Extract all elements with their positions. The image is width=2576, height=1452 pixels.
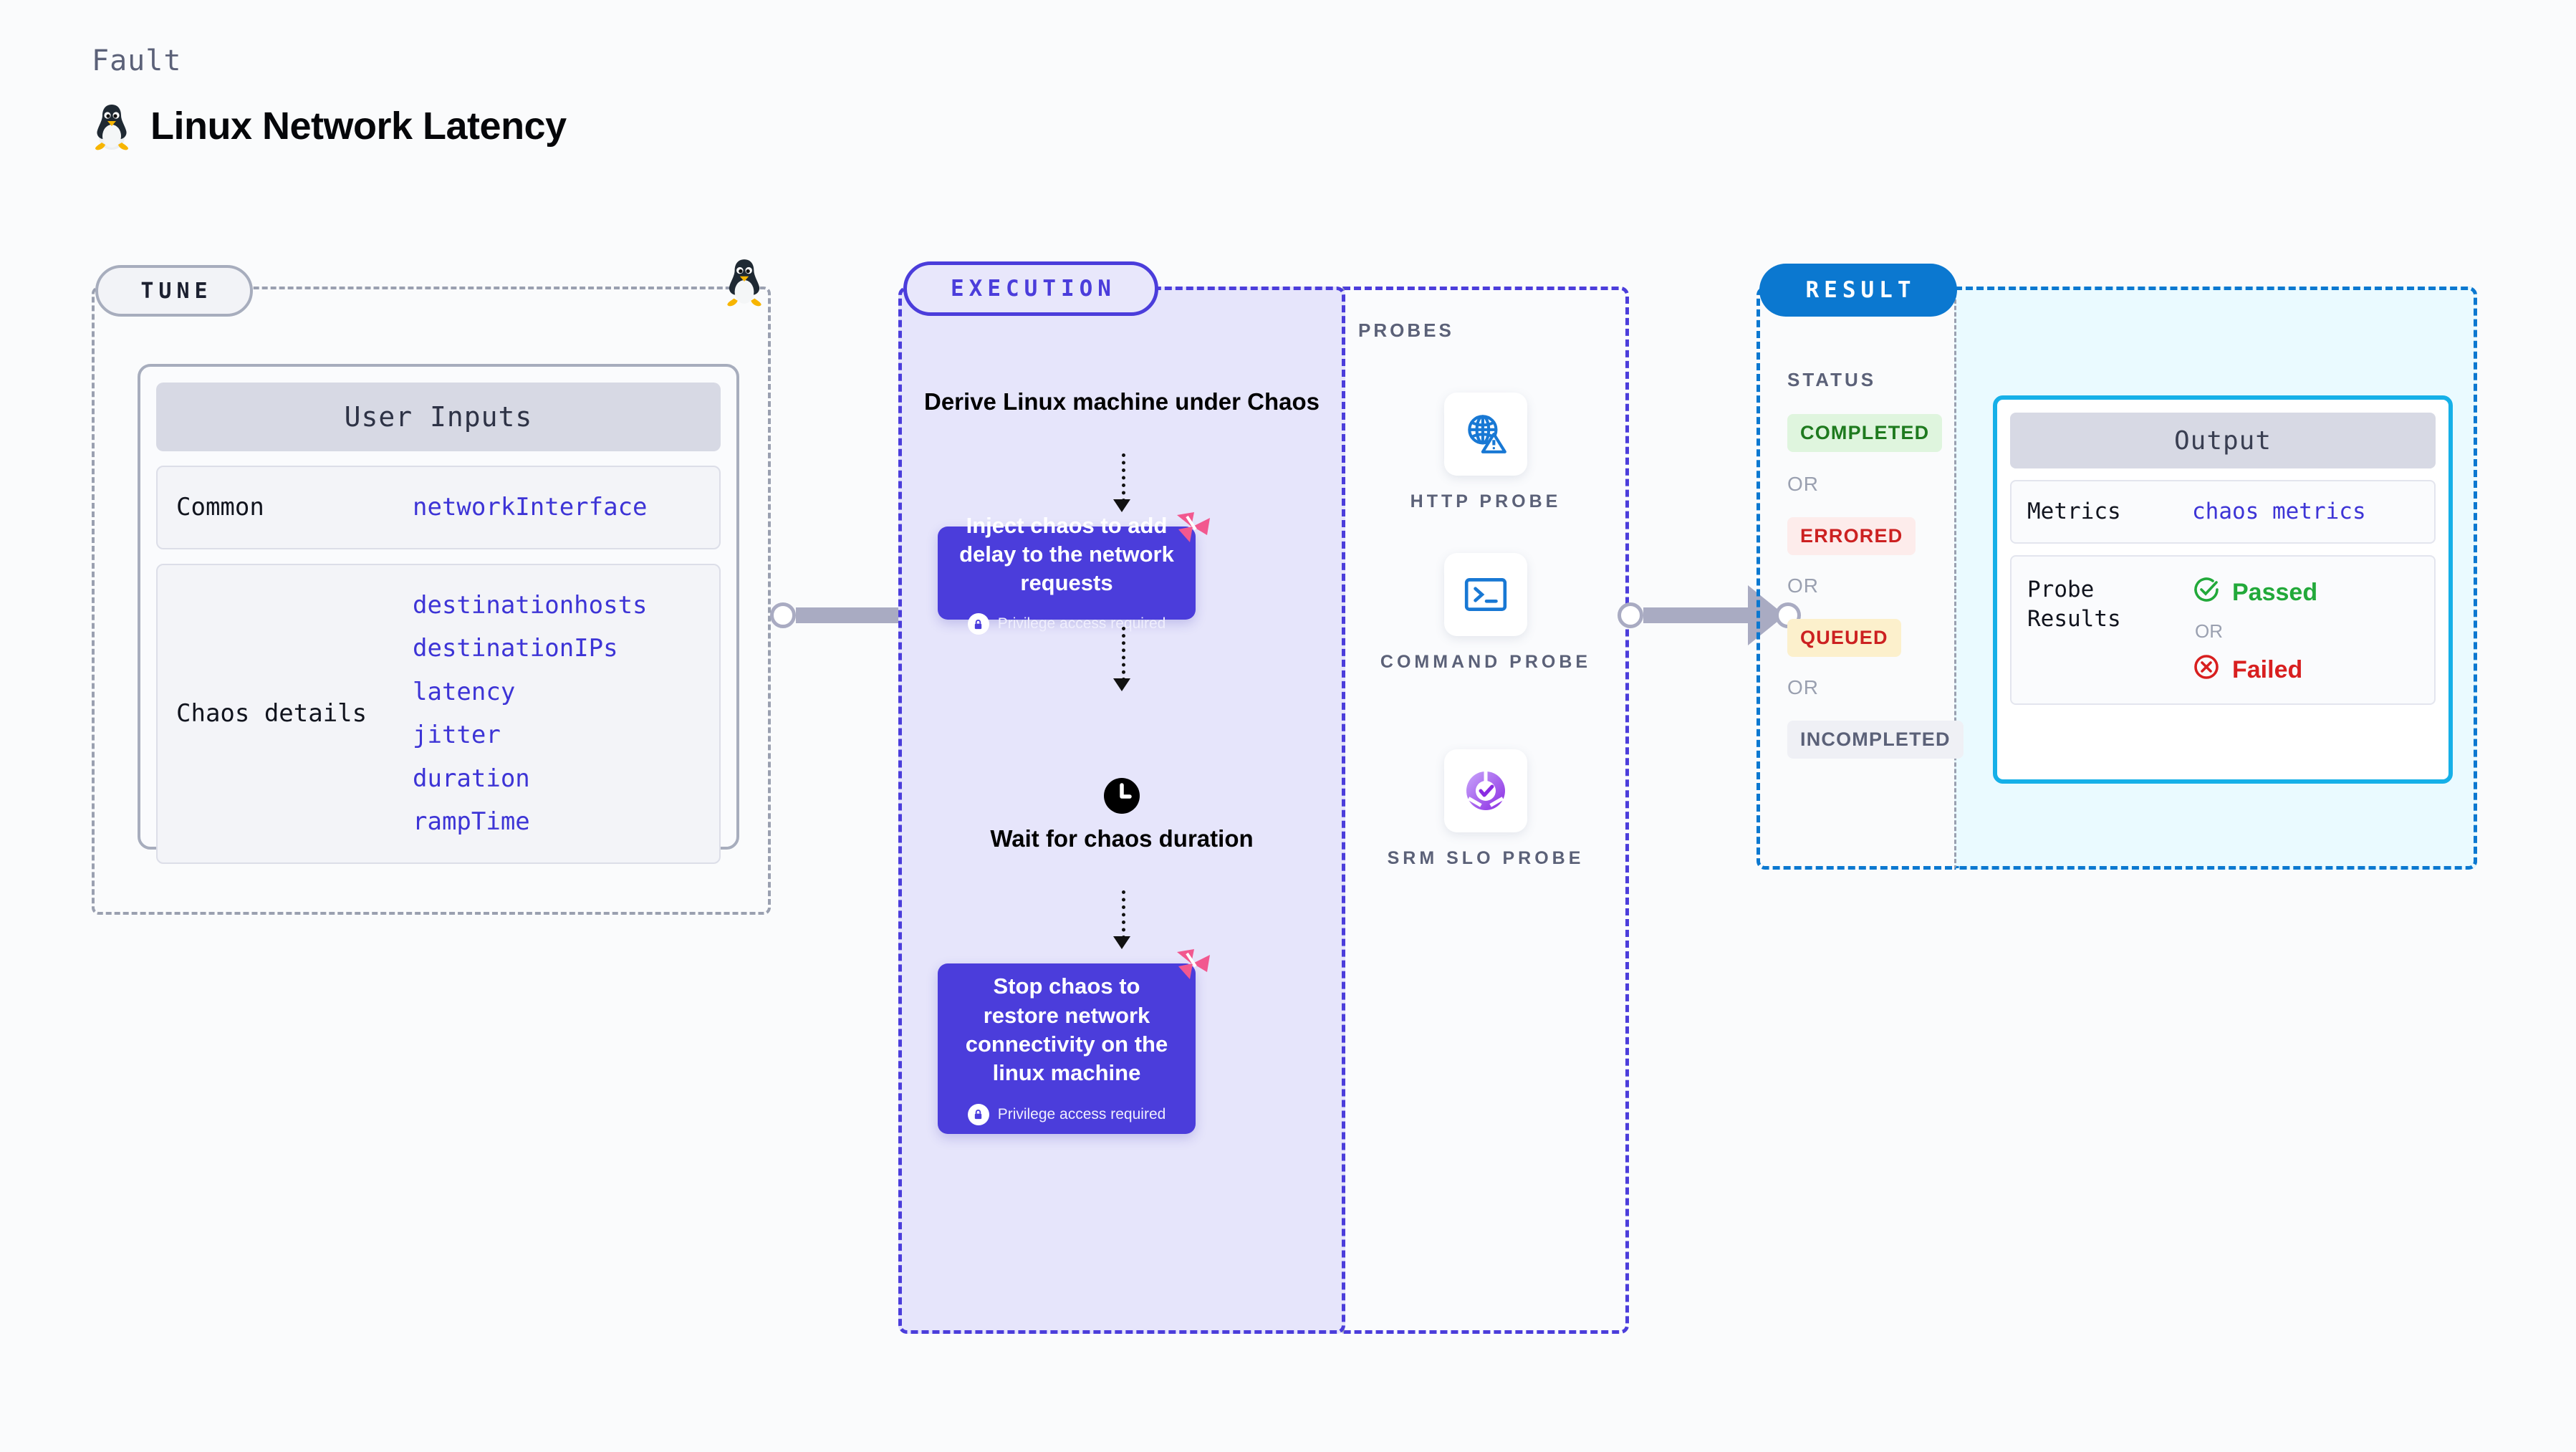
table-row: Probe Results Passed OR Failed: [2010, 554, 2436, 705]
or-label: OR: [1787, 676, 1819, 698]
connector-shaft: [796, 607, 902, 623]
fault-kicker: Fault: [92, 44, 182, 77]
card-inject-chaos[interactable]: Inject chaos to add delay to the network…: [938, 512, 1210, 635]
card-title: Stop chaos to restore network connectivi…: [965, 973, 1168, 1086]
or-label: OR: [1787, 574, 1819, 597]
privilege-note: Privilege access required: [967, 613, 1166, 635]
output-header: Output: [2010, 413, 2436, 468]
page-title-row: Linux Network Latency: [92, 102, 567, 150]
row-key: Probe Results: [2027, 576, 2121, 632]
status-label: STATUS: [1787, 369, 1877, 390]
flow-arrow-tip: [1113, 936, 1130, 949]
probe-command[interactable]: COMMAND PROBE: [1342, 553, 1629, 675]
user-inputs-card: User Inputs Common networkInterface Chao…: [138, 364, 739, 864]
row-key: Common: [176, 493, 264, 522]
lock-icon: [967, 1103, 989, 1125]
linux-penguin-icon: [724, 256, 765, 307]
row-value[interactable]: chaos metrics: [2192, 499, 2366, 525]
result-pill: RESULT: [1759, 264, 1957, 317]
execution-section: Derive Linux machine under Chaos Inject …: [898, 287, 1345, 1334]
execution-pill: EXECUTION: [903, 261, 1158, 316]
passed-label: Passed: [2232, 578, 2318, 606]
clock-icon: [1103, 777, 1140, 818]
row-values: destinationhosts destinationIPs latency …: [413, 584, 648, 844]
step-derive-label: Derive Linux machine under Chaos: [924, 388, 1320, 415]
privilege-note: Privilege access required: [967, 1103, 1166, 1125]
slo-donut-check-icon: [1444, 749, 1527, 832]
tune-section: [92, 287, 771, 915]
probe-label: SRM SLO PROBE: [1387, 848, 1585, 868]
probe-results-values: Passed OR Failed: [2192, 575, 2317, 688]
privilege-text: Privilege access required: [997, 615, 1166, 633]
table-row: Chaos details destinationhosts destinati…: [156, 563, 721, 864]
list-item[interactable]: jitter: [413, 721, 501, 750]
step-wait-label: Wait for chaos duration: [990, 825, 1254, 852]
page-title: Linux Network Latency: [150, 105, 567, 148]
user-inputs-header: User Inputs: [156, 383, 721, 451]
probe-label: HTTP PROBE: [1410, 491, 1562, 511]
connector-probes-to-result: [1618, 585, 1801, 645]
list-item[interactable]: destinationIPs: [413, 634, 618, 663]
flow-arrow-tip: [1113, 499, 1130, 512]
table-row: Metrics chaos metrics: [2010, 480, 2436, 544]
probes-label: PROBES: [1358, 319, 1454, 341]
or-label: OR: [2195, 620, 2223, 642]
list-item[interactable]: latency: [413, 677, 516, 706]
status-badge: ERRORED: [1787, 517, 1916, 555]
card-title: Inject chaos to add delay to the network…: [959, 512, 1174, 596]
harness-logo-icon: [1173, 511, 1211, 552]
or-label: OR: [1787, 473, 1819, 495]
connector-start-dot: [770, 602, 796, 628]
connector-start-dot: [1618, 602, 1643, 628]
page-header: Fault Linux Network Latency: [92, 44, 567, 150]
harness-logo-icon: [1173, 948, 1211, 989]
flow-arrow: [1122, 453, 1125, 502]
card-stop-chaos[interactable]: Stop chaos to restore network connectivi…: [938, 949, 1210, 1134]
probe-label: COMMAND PROBE: [1380, 652, 1592, 672]
flow-arrow: [1122, 627, 1125, 681]
probe-result-failed: Failed: [2192, 653, 2317, 688]
row-values: networkInterface: [413, 486, 648, 529]
linux-penguin-icon: [92, 102, 132, 150]
list-item[interactable]: duration: [413, 764, 530, 793]
status-badge: INCOMPLETED: [1787, 721, 1964, 759]
probe-srm-slo[interactable]: SRM SLO PROBE: [1342, 749, 1629, 871]
flow-arrow-tip: [1113, 678, 1130, 691]
x-circle-icon: [2192, 653, 2221, 688]
lock-icon: [967, 613, 989, 635]
output-card: Output Metrics chaos metrics Probe Resul…: [1993, 395, 2453, 784]
tune-pill: TUNE: [95, 265, 253, 317]
status-badge: QUEUED: [1787, 619, 1901, 657]
flow-arrow: [1122, 890, 1125, 939]
probe-result-passed: Passed: [2192, 575, 2317, 610]
list-item[interactable]: networkInterface: [413, 493, 648, 521]
row-key: Metrics: [2027, 499, 2121, 524]
status-badge: COMPLETED: [1787, 414, 1943, 452]
connector-shaft: [1643, 607, 1749, 623]
check-circle-icon: [2192, 575, 2221, 610]
list-item[interactable]: destinationhosts: [413, 590, 648, 620]
list-item[interactable]: rampTime: [413, 807, 530, 837]
failed-label: Failed: [2232, 655, 2303, 683]
privilege-text: Privilege access required: [997, 1105, 1166, 1122]
table-row: Common networkInterface: [156, 466, 721, 549]
globe-warning-icon: [1444, 393, 1527, 476]
probe-http[interactable]: HTTP PROBE: [1342, 393, 1629, 514]
terminal-prompt-icon: [1444, 553, 1527, 636]
row-key: Chaos details: [176, 699, 367, 729]
